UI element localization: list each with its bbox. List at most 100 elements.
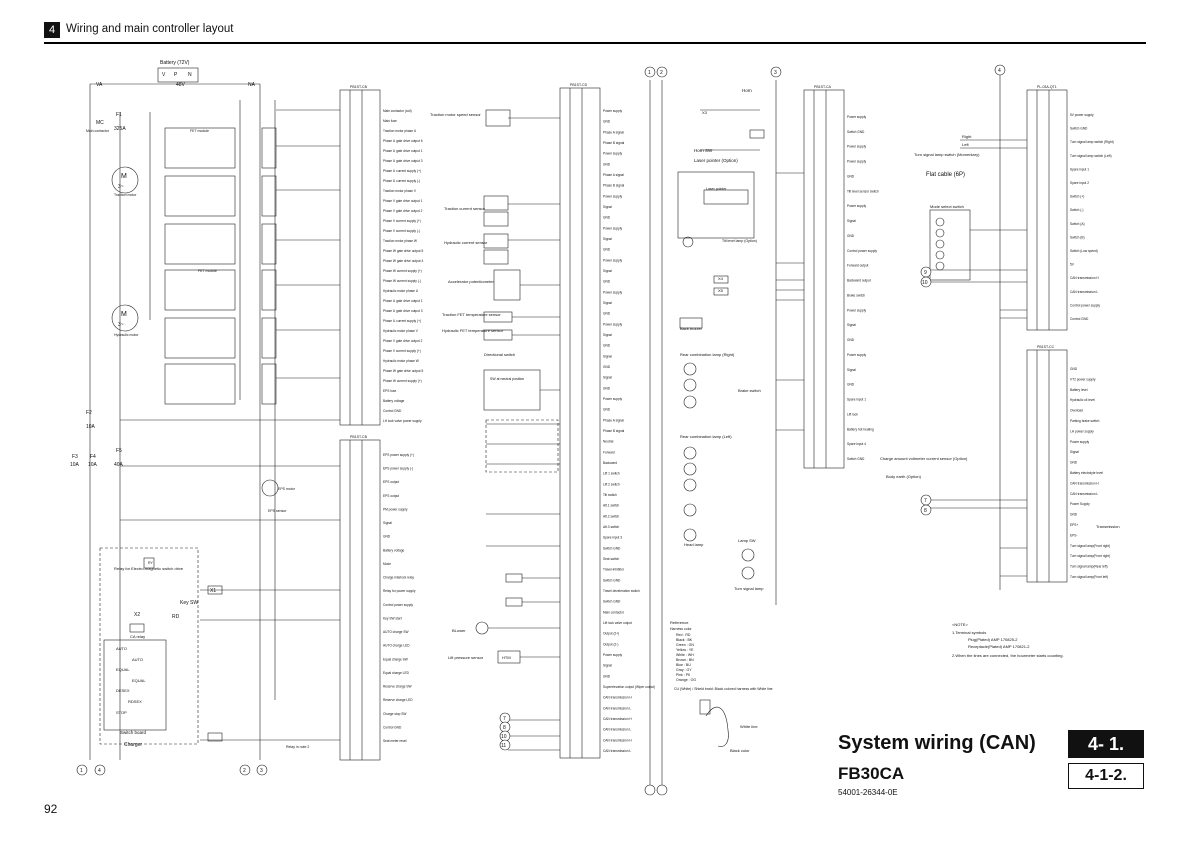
traction-speed: Traction motor speed sensor: [430, 112, 481, 117]
c3-pin-label: Signal: [603, 354, 612, 358]
page-number: 92: [44, 802, 58, 816]
traction-current: Traction current sensor: [444, 206, 486, 211]
c3-pin-label: GND: [603, 280, 611, 284]
terminal-4: 4: [98, 768, 101, 774]
c3-pin-label: Power supply: [603, 290, 623, 294]
c1-pin-label: LH lock valve power supply: [383, 419, 422, 423]
color-1: Red : RD: [676, 633, 691, 637]
terminal-top-1: 1: [648, 70, 651, 76]
flat-cable: Flat cable (6P): [926, 172, 965, 178]
fet-module-1: FET module: [190, 129, 209, 133]
c3-pin-label: GND: [603, 344, 611, 348]
c6-pin-label: Turn signal lamp(Front right): [1070, 554, 1110, 558]
laser-pointer: Laser pointer: [706, 187, 727, 191]
c6-pin-label: LH power supply: [1070, 429, 1094, 433]
fuse-f5-rating: 40A: [114, 462, 124, 468]
c4-pin-label: Forward output: [847, 264, 869, 268]
c3-pin-label: Power supply: [603, 109, 623, 113]
c1-pin-label: Phase U gate drive output 3: [383, 309, 423, 313]
c6-pin-label: Parking brake switch: [1070, 419, 1100, 423]
mode-2: AUTO: [132, 657, 143, 662]
connector-4-title: PB1ST-CA: [814, 85, 832, 89]
c4-pin-label: Switch GND: [847, 457, 865, 461]
c3-pin-label: Travel deceleration switch: [603, 589, 640, 593]
c2-pin-label: EPS output: [383, 480, 399, 484]
terminal-top-2: 2: [660, 70, 663, 76]
terminal-8: 8: [924, 508, 927, 514]
x4-label: X4: [718, 276, 724, 281]
motor-phase2: 3~: [118, 322, 124, 328]
c6-pin-label: GND: [1070, 367, 1078, 371]
c1-pin-label: Phase W gate drive output 4: [383, 259, 423, 263]
c6-pin-label: Power supply: [1070, 440, 1090, 444]
hydraulic-current: Hydraulic current sensor: [444, 240, 488, 245]
c3-pin-label: Signal: [603, 205, 612, 209]
color-3: Green : GN: [676, 643, 694, 647]
c3-pin-label: Main contactor: [603, 610, 625, 614]
c3-pin-label: Signal: [603, 237, 612, 241]
color-2: Black : BK: [676, 638, 693, 642]
c1-pin-label: Phase W current supply (+): [383, 269, 422, 273]
mode-7: STOP: [116, 710, 127, 715]
note-2: 2.When the lines are connected, the hour…: [952, 653, 1064, 658]
c6-pin-label: Power Supply: [1070, 502, 1090, 506]
c2-pin-label: Key SW start: [383, 616, 402, 620]
model-name: FB30CA: [838, 764, 905, 783]
color-8: Gray : GY: [676, 668, 692, 672]
fuse-f2: F2: [86, 410, 92, 416]
hydraulic-motor: Hydraulic motor: [114, 333, 139, 337]
c3-pin-label: GND: [603, 674, 611, 678]
c6-pin-label: GND: [1070, 513, 1078, 517]
relay-text: Relay for Electro-magnetic switch drive: [114, 566, 184, 571]
c6-pin-label: Turn signal lamp(Front left): [1070, 575, 1108, 579]
x2-label: X2: [134, 612, 140, 618]
c5-pin-label: Switch (A): [1070, 222, 1085, 226]
c2-pin-label: Seat meter reset: [383, 739, 407, 743]
ca-relay: CA relay: [130, 634, 145, 639]
c3-pin-label: CAN transmission L: [603, 728, 631, 732]
system-title: System wiring (CAN): [838, 732, 1036, 754]
mode-1: AUTO: [116, 646, 127, 651]
c3-pin-label: GND: [603, 408, 611, 412]
c1-pin-label: Phase W gate drive output 5: [383, 249, 423, 253]
white-line: White line: [740, 724, 758, 729]
c1-pin-label: Phase V current supply (+): [383, 219, 421, 223]
c6-pin-label: Signal: [1070, 450, 1079, 454]
c5-pin-label: Switch (+): [1070, 195, 1084, 199]
c3-pin-label: Phase A signal: [603, 130, 624, 134]
c3-pin-label: Signal: [603, 301, 612, 305]
battery-v: V: [162, 72, 166, 78]
fuse-f3: F3: [72, 454, 78, 460]
c3-pin-label: Forward: [603, 450, 615, 454]
c3-pin-label: Lift lock valve output: [603, 621, 632, 625]
terminal-7: 7: [924, 498, 927, 504]
c3-pin-label: GND: [603, 162, 611, 166]
mode-select: Mode select switch: [930, 204, 964, 209]
c2-pin-label: EPS output: [383, 494, 399, 498]
battery-voltage: 48V: [176, 82, 186, 88]
c2-pin-label: GND: [383, 535, 391, 539]
rd-label: RD: [172, 614, 180, 620]
color-9: Pink : PK: [676, 673, 691, 677]
c3-pin-label: Signal: [603, 664, 612, 668]
c5-pin-label: CAN transmission L: [1070, 290, 1098, 294]
c6-pin-label: Turn signal lamp(Rear left): [1070, 565, 1108, 569]
c1-pin-label: Phase V gate drive output 1: [383, 199, 423, 203]
c3-pin-label: CAN transmission H: [603, 696, 632, 700]
c2-pin-label: Control power supply: [383, 603, 413, 607]
c5-pin-label: Turn signal lamp switch (Right): [1070, 140, 1114, 144]
c1-pin-label: Phase W current supply (-): [383, 279, 421, 283]
c2-pin-label: Mode: [383, 562, 391, 566]
c5-pin-label: CAN transmission H: [1070, 276, 1099, 280]
c2-pin-label: Equal charge LED: [383, 671, 410, 675]
c4-pin-label: Control power supply: [847, 249, 877, 253]
c1-pin-label: Phase U gate drive output 1: [383, 299, 423, 303]
c4-pin-label: GND: [847, 234, 855, 238]
c1-pin-label: Phase V current supply (-): [383, 229, 420, 233]
c1-pin-label: Traction motor phase U: [383, 129, 417, 133]
terminal-9: 9: [924, 270, 927, 276]
c2-pin-label: Relay for power supply: [383, 589, 416, 593]
c1-pin-label: Phase U current supply (+): [383, 169, 421, 173]
reference: Reference: [670, 620, 689, 625]
